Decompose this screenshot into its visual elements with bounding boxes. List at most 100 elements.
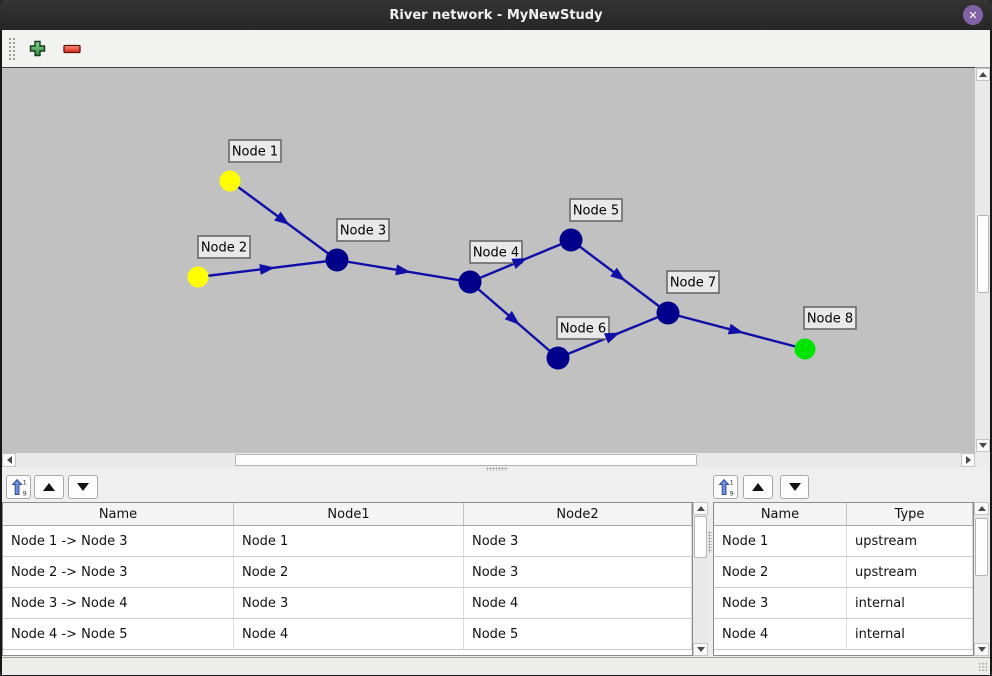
edge-arrow-icon — [610, 267, 626, 282]
scroll-up-button[interactable] — [976, 68, 990, 81]
scroll-down-button[interactable] — [974, 643, 989, 656]
nodes-move-down-button[interactable] — [780, 475, 809, 499]
arrow-down-icon — [696, 647, 705, 652]
links-sort-button[interactable]: 1 9 — [6, 475, 31, 499]
nodes-move-up-button[interactable] — [743, 475, 773, 499]
svg-text:9: 9 — [730, 489, 734, 496]
column-header[interactable]: Type — [847, 503, 973, 525]
column-header[interactable]: Name — [714, 503, 847, 525]
svg-text:9: 9 — [23, 489, 27, 496]
table-cell[interactable]: Node 4 — [464, 588, 692, 618]
vertical-scroll-thumb[interactable] — [694, 516, 707, 558]
graph-node[interactable] — [325, 248, 349, 272]
close-icon: ✕ — [968, 8, 978, 22]
table-cell[interactable]: Node 1 — [714, 526, 847, 556]
table-cell[interactable]: internal — [847, 619, 973, 649]
move-down-icon — [788, 483, 801, 491]
table-cell[interactable]: Node 3 — [464, 526, 692, 556]
edge-arrow-icon — [274, 211, 290, 225]
table-cell[interactable]: Node 2 -> Node 3 — [3, 557, 234, 587]
scroll-down-button[interactable] — [976, 439, 990, 452]
scroll-up-button[interactable] — [974, 502, 989, 515]
canvas-vertical-scrollbar[interactable] — [976, 68, 990, 452]
table-cell[interactable]: Node 1 -> Node 3 — [3, 526, 234, 556]
table-cell[interactable]: internal — [847, 588, 973, 618]
table-cell[interactable]: Node 4 -> Node 5 — [3, 619, 234, 649]
links-move-down-button[interactable] — [68, 475, 98, 499]
title-bar[interactable]: River network - MyNewStudy ✕ — [0, 0, 992, 30]
table-cell[interactable]: Node 5 — [464, 619, 692, 649]
arrow-up-icon — [977, 506, 986, 511]
graph-node-label: Node 6 — [556, 316, 610, 340]
graph-node-label: Node 5 — [569, 198, 623, 222]
main-toolbar — [2, 30, 990, 68]
graph-node[interactable] — [794, 338, 816, 360]
horizontal-splitter-handle[interactable] — [486, 467, 508, 471]
add-node-button[interactable] — [24, 36, 50, 62]
column-header[interactable]: Name — [3, 503, 234, 525]
column-header[interactable]: Node2 — [464, 503, 692, 525]
table-cell[interactable]: upstream — [847, 557, 973, 587]
horizontal-scroll-thumb[interactable] — [235, 454, 697, 466]
scroll-up-button[interactable] — [693, 502, 708, 515]
move-up-icon — [752, 483, 764, 491]
graph-node[interactable] — [187, 266, 209, 288]
move-up-icon — [43, 483, 55, 491]
table-cell[interactable]: Node 4 — [234, 619, 464, 649]
close-button[interactable]: ✕ — [963, 5, 983, 25]
graph-node[interactable] — [458, 270, 482, 294]
vertical-splitter-handle[interactable] — [708, 531, 712, 553]
arrow-up-icon — [696, 506, 705, 511]
table-cell[interactable]: Node 1 — [234, 526, 464, 556]
table-cell[interactable]: Node 3 — [714, 588, 847, 618]
table-row[interactable] — [714, 650, 973, 655]
remove-node-button[interactable] — [59, 36, 85, 62]
canvas-horizontal-scrollbar[interactable] — [2, 453, 975, 467]
edge-arrow-icon — [727, 323, 744, 335]
nodes-table-scrollbar[interactable] — [974, 502, 989, 656]
window-title: River network - MyNewStudy — [389, 7, 603, 23]
graph-node-label: Node 3 — [336, 218, 390, 242]
nodes-sort-button[interactable]: 1 9 — [713, 475, 738, 499]
graph-node[interactable] — [559, 228, 583, 252]
svg-text:Node 3: Node 3 — [340, 224, 386, 239]
arrow-right-icon — [965, 456, 971, 464]
table-cell[interactable]: Node 3 -> Node 4 — [3, 588, 234, 618]
table-cell[interactable]: Node 3 — [464, 557, 692, 587]
graph-node-label: Node 7 — [666, 270, 720, 294]
move-down-icon — [77, 483, 89, 491]
window-resize-grip[interactable] — [978, 662, 988, 671]
vertical-scroll-thumb[interactable] — [975, 518, 988, 576]
scroll-right-button[interactable] — [961, 453, 975, 467]
table-cell[interactable]: upstream — [847, 526, 973, 556]
graph-node[interactable] — [546, 346, 570, 370]
table-cell[interactable]: Node 2 — [234, 557, 464, 587]
toolbar-drag-handle[interactable] — [8, 36, 15, 61]
vertical-scroll-thumb[interactable] — [977, 215, 989, 293]
links-move-up-button[interactable] — [34, 475, 64, 499]
graph-node[interactable] — [219, 170, 241, 192]
table-cell[interactable]: Node 4 — [714, 619, 847, 649]
table-cell[interactable]: Node 3 — [234, 588, 464, 618]
svg-text:Node 7: Node 7 — [670, 276, 716, 291]
scroll-left-button[interactable] — [2, 453, 16, 467]
table-cell[interactable]: Node 2 — [714, 557, 847, 587]
remove-node-icon — [63, 44, 81, 53]
table-row[interactable] — [3, 650, 692, 655]
links-table-scrollbar[interactable] — [693, 502, 708, 656]
edge-arrow-icon — [504, 310, 520, 325]
graph-node[interactable] — [656, 301, 680, 325]
column-header[interactable]: Node1 — [234, 503, 464, 525]
scroll-down-button[interactable] — [693, 643, 708, 656]
